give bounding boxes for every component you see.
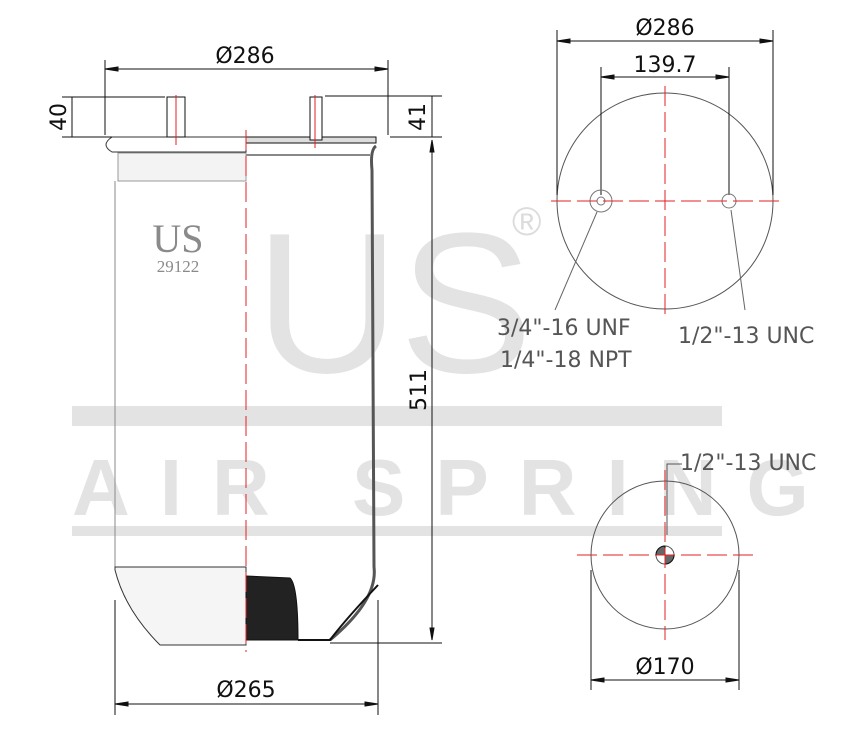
part-brand: US [152,216,203,261]
watermark-us: US [255,192,533,415]
side-height: 511 [407,369,432,411]
watermark: US ® AIR SPRING [72,192,839,536]
bottom-fitting: 1/2"-13 UNC [680,451,816,476]
top-view [551,30,780,315]
side-bottom-diameter: Ø265 [216,678,275,703]
part-number: 29122 [157,257,200,276]
side-right-stud-height: 41 [406,103,431,131]
top-stud-spacing: 139.7 [634,53,697,78]
bottom-diameter: Ø170 [635,655,694,680]
top-left-fitting-line2: 1/4"-18 NPT [500,348,632,373]
watermark-registered: ® [512,200,541,244]
watermark-text: AIR SPRING [72,443,839,532]
bottom-view [577,463,753,690]
top-diameter: Ø286 [635,16,694,41]
side-left-stud-height: 40 [47,103,72,131]
side-view [62,60,442,715]
watermark-bar-bottom [72,526,722,536]
top-left-fitting-line1: 3/4"-16 UNF [497,316,631,341]
top-right-fitting: 1/2"-13 UNC [678,324,814,349]
side-top-diameter: Ø286 [215,44,274,69]
watermark-bar-top [72,406,722,426]
